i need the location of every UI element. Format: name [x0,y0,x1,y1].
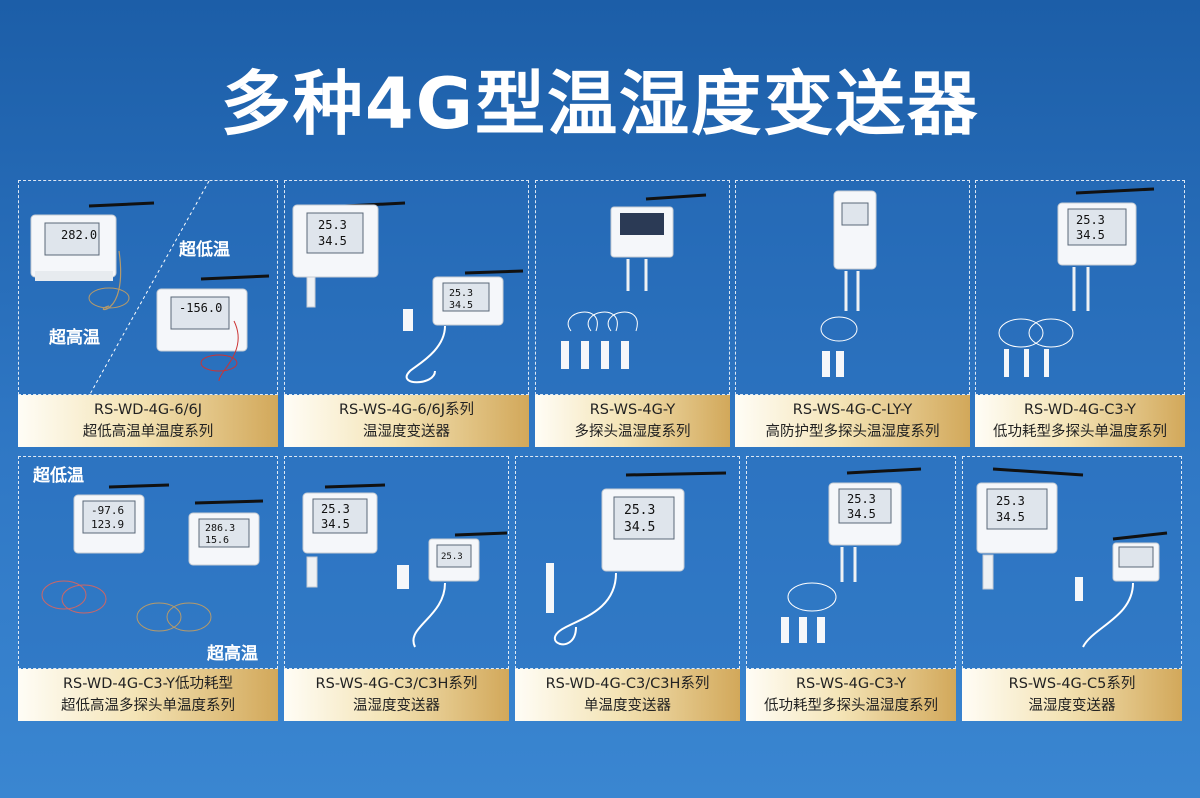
product-series: 低功耗型多探头温湿度系列 [764,698,938,714]
lcd-reading: 25.3 [624,503,655,518]
product-series: 超低高温单温度系列 [82,424,214,440]
product-caption: RS-WD-4G-C3-Y低功耗型 超低高温多探头单温度系列 [18,669,278,721]
product-series: 低功耗型多探头单温度系列 [993,424,1167,440]
product-image: 25.3 34.5 [962,456,1182,669]
product-image: 25.3 34.5 25.3 34.5 [284,180,529,395]
lcd-reading: 25.3 [318,218,347,232]
ultra-low-temp-label: 超低温 [33,466,84,486]
lcd-reading: 282.0 [61,228,97,242]
lcd-reading: 34.5 [449,300,473,311]
product-model: RS-WS-4G-C3/C3H系列 [315,676,478,692]
product-caption: RS-WS-4G-C3-Y 低功耗型多探头温湿度系列 [746,669,956,721]
lcd-reading: 34.5 [847,507,876,521]
product-model: RS-WS-4G-6/6J系列 [338,402,474,418]
product-series: 温湿度变送器 [363,424,450,440]
lcd-reading: 34.5 [1076,228,1105,242]
product-model: RS-WS-4G-Y [589,402,676,418]
product-series: 温湿度变送器 [1028,698,1116,714]
lcd-reading: 25.3 [1076,213,1105,227]
product-model: RS-WD-4G-C3-Y低功耗型 [62,676,234,692]
product-image: 25.3 34.5 25.3 [284,456,509,669]
product-caption: RS-WD-4G-C3/C3H系列 单温度变送器 [515,669,740,721]
lcd-reading: 25.3 [441,552,463,562]
product-model: RS-WD-4G-6/6J [94,402,202,418]
product-image [735,180,970,395]
product-model: RS-WD-4G-C3/C3H系列 [545,676,710,692]
lcd-reading: -156.0 [179,301,222,315]
lcd-reading: 34.5 [318,234,347,248]
lcd-reading: -97.6 [91,504,124,517]
lcd-reading: 25.3 [321,502,350,516]
product-image: 25.3 34.5 [975,180,1185,395]
product-model: RS-WS-4G-C-LY-Y [792,402,913,418]
page-title: 多种4G型温湿度变送器 [220,63,980,145]
lcd-reading: 25.3 [449,288,473,299]
product-image: 25.3 34.5 [746,456,956,669]
lcd-reading: 25.3 [847,492,876,506]
product-caption: RS-WD-4G-6/6J 超低高温单温度系列 [18,395,278,447]
lcd-reading: 123.9 [91,518,124,531]
product-image: -97.6 123.9 286.3 15.6 超低温 超高温 [18,456,278,669]
product-series: 单温度变送器 [584,698,671,714]
lcd-reading: 15.6 [205,535,229,546]
product-caption: RS-WS-4G-C3/C3H系列 温湿度变送器 [284,669,509,721]
lcd-reading: 34.5 [996,510,1025,524]
product-series: 超低高温多探头单温度系列 [61,698,235,714]
product-model: RS-WS-4G-C5系列 [1008,676,1136,692]
product-series: 温湿度变送器 [353,698,440,714]
ultra-low-temp-label: 超低温 [179,240,230,260]
ultra-high-temp-label: 超高温 [207,644,258,664]
product-model: RS-WD-4G-C3-Y [1023,402,1137,418]
product-caption: RS-WS-4G-C5系列 温湿度变送器 [962,669,1182,721]
product-caption: RS-WS-4G-C-LY-Y 高防护型多探头温湿度系列 [735,395,970,447]
product-image: 25.3 34.5 [515,456,740,669]
product-series: 多探头温湿度系列 [574,424,691,440]
product-caption: RS-WS-4G-Y 多探头温湿度系列 [535,395,730,447]
lcd-reading: 34.5 [321,517,350,531]
product-caption: RS-WD-4G-C3-Y 低功耗型多探头单温度系列 [975,395,1185,447]
lcd-reading: 286.3 [205,523,235,534]
product-image [535,180,730,395]
lcd-reading: 34.5 [624,520,655,535]
lcd-reading: 25.3 [996,494,1025,508]
product-image: 282.0 -156.0 超低温 超高温 [18,180,278,395]
product-model: RS-WS-4G-C3-Y [795,676,907,692]
ultra-high-temp-label: 超高温 [49,328,100,348]
product-series: 高防护型多探头温湿度系列 [765,424,940,440]
product-caption: RS-WS-4G-6/6J系列 温湿度变送器 [284,395,529,447]
